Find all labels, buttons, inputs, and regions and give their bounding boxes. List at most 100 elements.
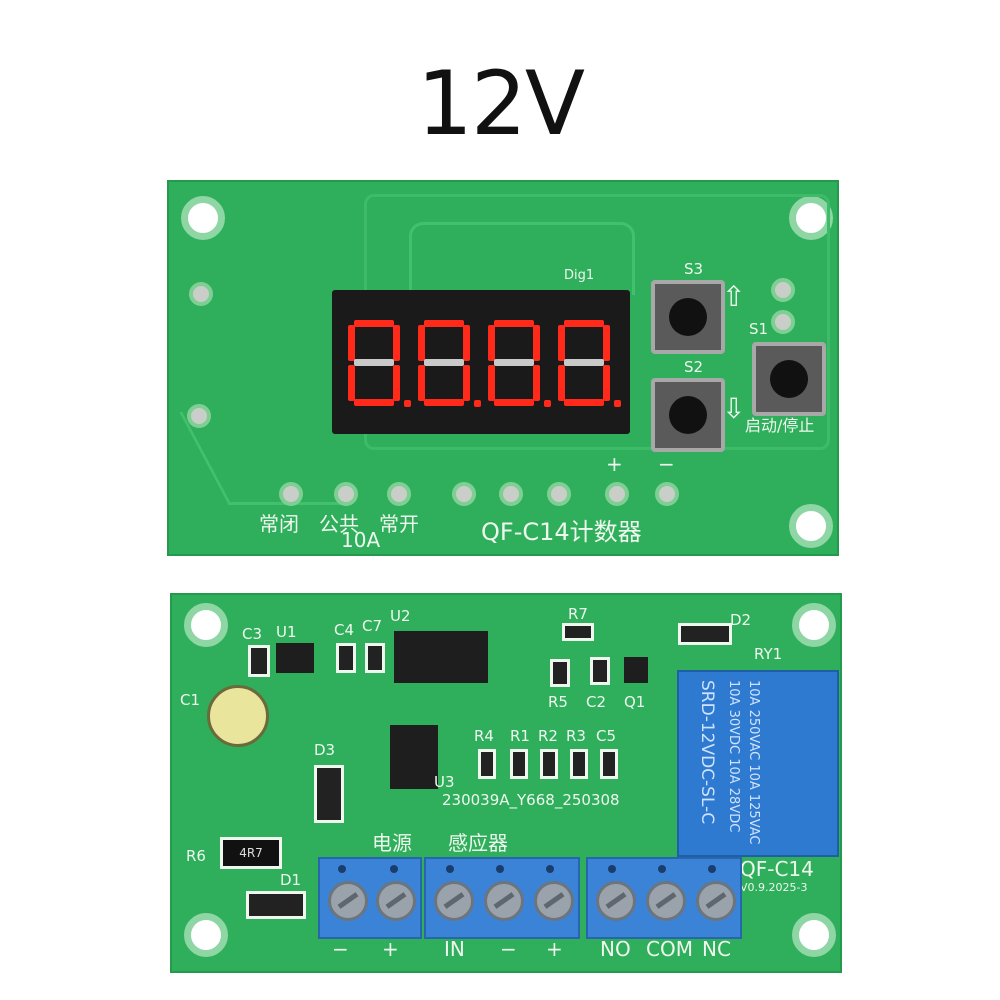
top-board-front-view: Dig1 S3 ⇧ S2 ⇩ S1 启动/停止 + − 常闭 公共 常开 10A… bbox=[167, 180, 839, 556]
q1-label: Q1 bbox=[624, 693, 646, 711]
r4-label: R4 bbox=[474, 727, 494, 745]
led-decimal-point bbox=[474, 400, 481, 407]
electrolytic-capacitor-c1 bbox=[207, 685, 269, 747]
screw-terminal[interactable] bbox=[376, 881, 416, 921]
minus-label: − bbox=[658, 452, 675, 476]
led-segment bbox=[393, 365, 400, 401]
solder-pad bbox=[547, 482, 571, 506]
u2-label: U2 bbox=[390, 607, 411, 625]
capacitor-c5 bbox=[600, 749, 618, 779]
screw-terminal[interactable] bbox=[696, 881, 736, 921]
d2-label: D2 bbox=[730, 611, 752, 629]
regulator-u1 bbox=[276, 643, 314, 673]
led-decimal-point bbox=[614, 400, 621, 407]
up-arrow-icon: ⇧ bbox=[722, 280, 746, 313]
solder-pad bbox=[655, 482, 679, 506]
c4-label: C4 bbox=[334, 621, 355, 639]
u1-label: U1 bbox=[276, 623, 297, 641]
led-segment bbox=[424, 320, 464, 327]
led-segment bbox=[494, 399, 534, 406]
relay-ac-rating: 10A 250VAC 10A 125VAC bbox=[746, 680, 761, 845]
relay-dc-rating: 10A 30VDC 10A 28VDC bbox=[726, 680, 741, 833]
version-label: V0.9.2025-3 bbox=[740, 881, 808, 894]
c3-label: C3 bbox=[242, 625, 263, 643]
terminal-label-plus: + bbox=[382, 937, 399, 961]
led-segment bbox=[558, 365, 565, 401]
led-segment bbox=[393, 325, 400, 361]
r6-label: R6 bbox=[186, 847, 206, 865]
led-digit bbox=[418, 320, 481, 407]
led-segment bbox=[558, 325, 565, 361]
down-arrow-icon: ⇩ bbox=[722, 392, 746, 425]
resistor-r3 bbox=[570, 749, 588, 779]
solder-pad bbox=[771, 310, 795, 334]
solder-pad bbox=[771, 278, 795, 302]
resistor-r1 bbox=[510, 749, 528, 779]
start-stop-caption: 启动/停止 bbox=[745, 416, 815, 435]
microcontroller-u2 bbox=[394, 631, 488, 683]
d3-label: D3 bbox=[314, 741, 336, 759]
capacitor-c4 bbox=[336, 643, 356, 673]
pcb-trace bbox=[409, 222, 635, 295]
normally-open-label: 常开 bbox=[379, 512, 419, 536]
model-label: QF-C14计数器 bbox=[481, 518, 642, 546]
led-digit bbox=[558, 320, 621, 407]
resistor-r6-value: 4R7 bbox=[220, 837, 282, 869]
u3-label: U3 bbox=[434, 773, 455, 791]
relay-terminal-block bbox=[586, 857, 742, 939]
led-segment bbox=[424, 359, 464, 366]
led-segment bbox=[533, 325, 540, 361]
diode-d2 bbox=[678, 623, 732, 645]
mounting-hole bbox=[184, 913, 228, 957]
led-segment bbox=[463, 325, 470, 361]
resistor-r2 bbox=[540, 749, 558, 779]
led-segment bbox=[494, 320, 534, 327]
common-label: 公共 bbox=[319, 512, 359, 536]
led-digit bbox=[488, 320, 551, 407]
c1-label: C1 bbox=[180, 691, 201, 709]
led-decimal-point bbox=[544, 400, 551, 407]
c5-label: C5 bbox=[596, 727, 617, 745]
diode-d1 bbox=[246, 891, 306, 919]
bottom-board-rear-view: C3 U1 C4 C7 U2 R7 D2 RY1 C1 R5 C2 Q1 R4 … bbox=[170, 593, 842, 973]
mounting-hole bbox=[181, 196, 225, 240]
led-segment bbox=[424, 399, 464, 406]
led-segment bbox=[418, 365, 425, 401]
relay-ry1: SRD-12VDC-SL-C 10A 250VAC 10A 125VAC 10A… bbox=[677, 670, 839, 857]
s1-start-stop-button[interactable] bbox=[752, 342, 826, 416]
led-segment bbox=[564, 320, 604, 327]
terminal-label-in: IN bbox=[444, 937, 465, 961]
led-digit bbox=[348, 320, 411, 407]
diode-d3 bbox=[314, 765, 344, 823]
led-segment bbox=[494, 359, 534, 366]
screw-terminal[interactable] bbox=[534, 881, 574, 921]
screw-terminal[interactable] bbox=[596, 881, 636, 921]
screw-terminal[interactable] bbox=[484, 881, 524, 921]
led-decimal-point bbox=[404, 400, 411, 407]
led-segment bbox=[354, 359, 394, 366]
led-segment bbox=[348, 325, 355, 361]
screw-terminal[interactable] bbox=[646, 881, 686, 921]
led-segment bbox=[488, 365, 495, 401]
screw-terminal[interactable] bbox=[328, 881, 368, 921]
s3-up-button[interactable] bbox=[651, 280, 725, 354]
led-segment bbox=[603, 325, 610, 361]
terminal-label-nc: NC bbox=[702, 937, 731, 961]
terminal-label-minus: − bbox=[332, 937, 349, 961]
relay-model: SRD-12VDC-SL-C bbox=[697, 680, 717, 825]
led-segment bbox=[348, 365, 355, 401]
s2-down-button[interactable] bbox=[651, 378, 725, 452]
solder-pad bbox=[387, 482, 411, 506]
solder-pad bbox=[189, 282, 213, 306]
screw-terminal[interactable] bbox=[434, 881, 474, 921]
terminal-label-sensor-minus: − bbox=[500, 937, 517, 961]
capacitor-c7 bbox=[365, 643, 385, 673]
led-segment bbox=[354, 320, 394, 327]
r5-label: R5 bbox=[548, 693, 568, 711]
mounting-hole bbox=[792, 603, 836, 647]
led-segment bbox=[418, 325, 425, 361]
solder-pad bbox=[605, 482, 629, 506]
r1-label: R1 bbox=[510, 727, 530, 745]
bottom-model-label: QF-C14 bbox=[740, 857, 814, 881]
sensor-terminal-block bbox=[424, 857, 580, 939]
